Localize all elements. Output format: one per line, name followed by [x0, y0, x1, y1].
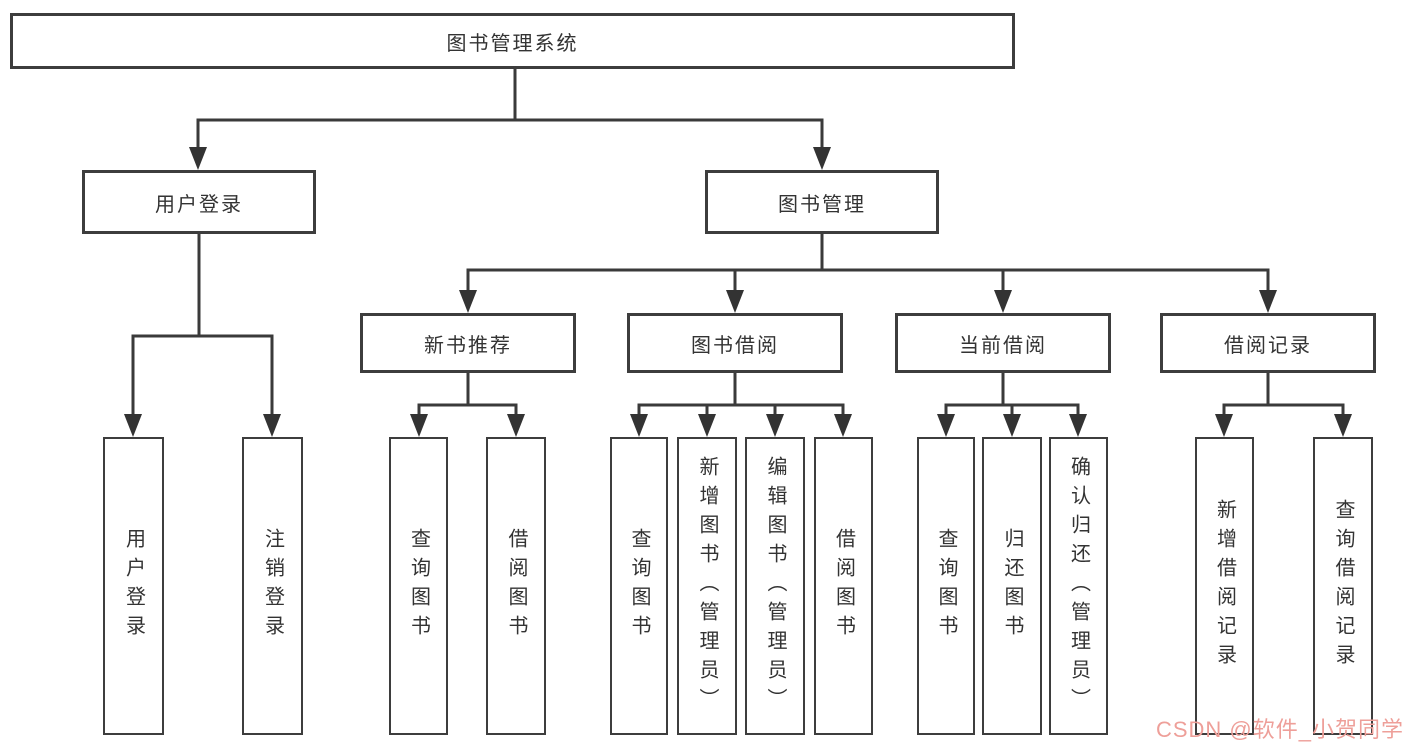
watermark-text: CSDN @软件_小贺同学 [1155, 717, 1404, 742]
leaf-records-add-record: 新增借阅记录 [1195, 437, 1254, 735]
node-root-system: 图书管理系统 [10, 13, 1015, 69]
node-label: 归还图书 [1001, 528, 1023, 644]
node-label: 借阅图书 [505, 528, 527, 644]
leaf-borrow-edit-books: 编辑图书（管理员） [745, 437, 805, 735]
node-label: 用户登录 [122, 528, 145, 644]
node-label: 确认归还（管理员） [1067, 455, 1090, 717]
node-label: 新增图书（管理员） [696, 455, 718, 717]
node-label: 查询借阅记录 [1332, 499, 1354, 673]
node-label: 用户登录 [155, 193, 243, 216]
node-label: 新书推荐 [424, 334, 512, 357]
connector-borrow-to-leaves [630, 370, 852, 437]
leaf-borrow-add-books: 新增图书（管理员） [677, 437, 737, 735]
node-label: 当前借阅 [959, 334, 1047, 357]
node-label: 图书借阅 [691, 334, 779, 357]
node-current-borrow: 当前借阅 [895, 313, 1111, 373]
connector-login-to-leaves [124, 231, 281, 437]
connector-root-to-level2 [189, 67, 831, 170]
node-book-borrow: 图书借阅 [627, 313, 843, 373]
connector-records-to-leaves [1215, 370, 1352, 437]
node-label: 注销登录 [261, 528, 284, 644]
connector-management-to-level3 [459, 231, 1277, 313]
node-label: 查询图书 [628, 528, 650, 644]
node-user-login: 用户登录 [82, 170, 316, 234]
node-label: 新增借阅记录 [1213, 499, 1236, 673]
leaf-recommend-query-books: 查询图书 [389, 437, 448, 735]
leaf-recommend-borrow-books: 借阅图书 [486, 437, 546, 735]
leaf-current-query-books: 查询图书 [917, 437, 975, 735]
connector-recommend-to-leaves [410, 370, 525, 437]
node-label: 查询图书 [407, 528, 430, 644]
leaf-current-confirm-return: 确认归还（管理员） [1049, 437, 1108, 735]
node-label: 图书管理系统 [446, 32, 579, 55]
node-borrow-records: 借阅记录 [1160, 313, 1376, 373]
node-book-management: 图书管理 [705, 170, 939, 234]
node-label: 编辑图书（管理员） [764, 455, 786, 717]
node-new-book-recommend: 新书推荐 [360, 313, 576, 373]
node-label: 借阅记录 [1224, 334, 1312, 357]
node-label: 图书管理 [778, 193, 866, 216]
node-label: 借阅图书 [832, 528, 855, 644]
leaf-logout: 注销登录 [242, 437, 303, 735]
leaf-borrow-borrow-books: 借阅图书 [814, 437, 873, 735]
leaf-current-return-books: 归还图书 [982, 437, 1042, 735]
connector-current-to-leaves [937, 370, 1087, 437]
leaf-records-query-record: 查询借阅记录 [1313, 437, 1373, 735]
node-label: 查询图书 [935, 528, 957, 644]
leaf-user-login: 用户登录 [103, 437, 164, 735]
leaf-borrow-query-books: 查询图书 [610, 437, 668, 735]
